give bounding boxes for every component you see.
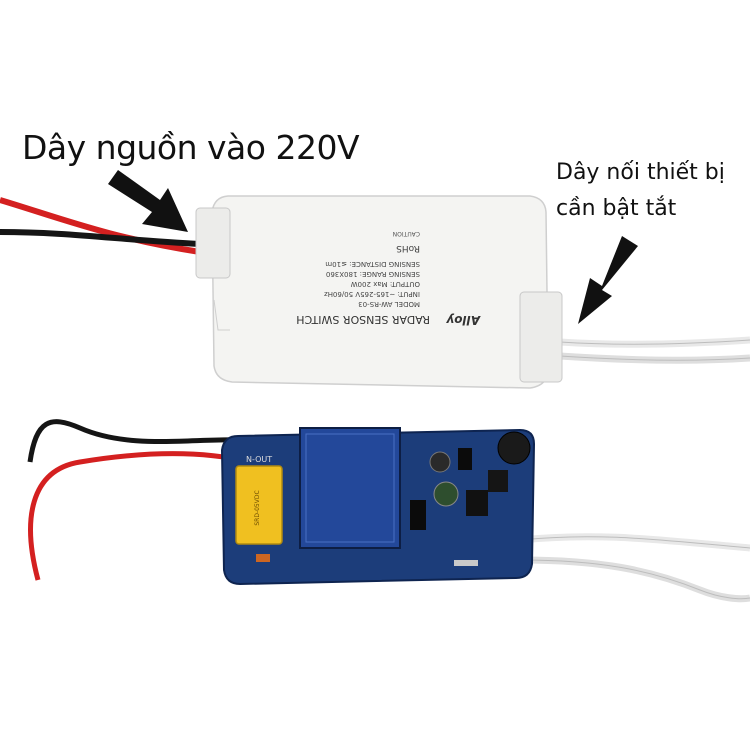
terminal-label: N-OUT <box>246 455 272 464</box>
module-label: Alloy RADAR SENSOR SWITCH MODEL AW-RS-03… <box>296 230 481 327</box>
module-output: OUTPUT: Max 200W <box>351 280 420 288</box>
module-distance: SENSING DISTANCE: ≤10m <box>325 260 420 268</box>
output-wire-caption-line2: cần bật tắt <box>556 196 677 221</box>
radar-sensor-module: Alloy RADAR SENSOR SWITCH MODEL AW-RS-03… <box>195 195 563 389</box>
module-title: RADAR SENSOR SWITCH <box>296 313 430 326</box>
pcb-red-wire <box>28 451 251 581</box>
module-black-wire <box>0 229 201 247</box>
output-wire-caption-line1: Dây nối thiết bị <box>556 160 725 185</box>
capacitor-2 <box>433 481 459 507</box>
pcb-board: SRD-05VDC N-OUT <box>220 427 536 586</box>
module-rohs: RoHS <box>396 243 420 253</box>
pcb-input-wires <box>27 419 251 581</box>
relay-label: SRD-05VDC <box>254 490 261 525</box>
module-input: INPUT: ~165-265V 50/60Hz <box>324 290 420 298</box>
module-red-wire <box>0 197 201 255</box>
inductor <box>497 431 531 465</box>
ic-chip <box>466 490 488 516</box>
module-output-wires <box>559 336 750 364</box>
input-arrow-icon <box>108 170 188 232</box>
module-brand: Alloy <box>445 313 481 327</box>
module-caution: CAUTION <box>393 230 420 237</box>
relay <box>235 465 283 545</box>
input-wire-caption: Dây nguồn vào 220V <box>22 128 360 167</box>
pcb-output-wires <box>519 533 750 603</box>
module-model: MODEL AW-RS-03 <box>358 300 420 308</box>
module-range: SENSING RANGE: 180X360 <box>326 270 420 278</box>
capacitor-1 <box>429 451 451 473</box>
pcb-black-wire <box>27 419 251 463</box>
output-arrow-icon <box>578 236 638 324</box>
module-input-wires <box>0 197 201 255</box>
